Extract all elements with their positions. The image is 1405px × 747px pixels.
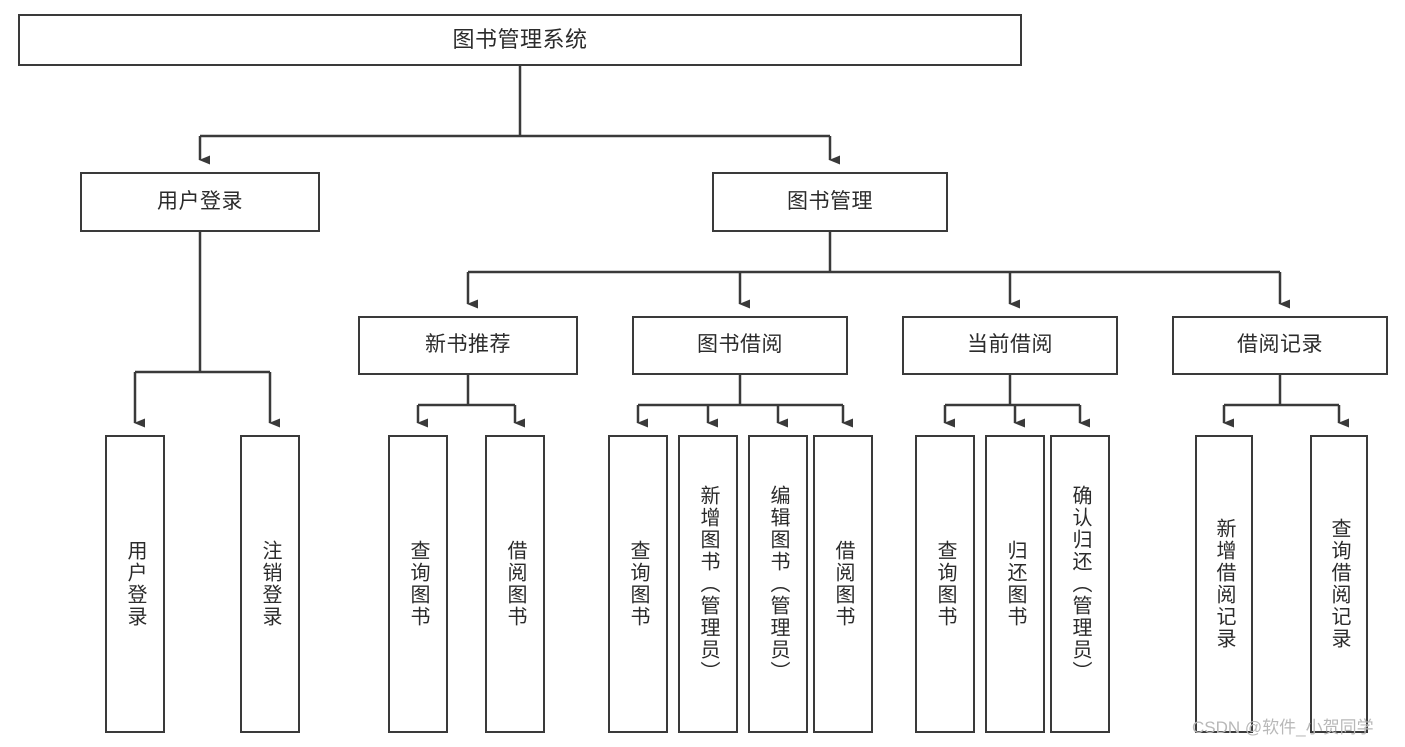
- node-borrow-record[interactable]: 借阅记录: [1172, 316, 1388, 375]
- node-label: 查询图书: [407, 540, 429, 628]
- node-leaf-confirm-return-admin[interactable]: 确认归还（管理员）: [1050, 435, 1110, 733]
- node-current-borrow[interactable]: 当前借阅: [902, 316, 1118, 375]
- node-label: 借阅图书: [504, 540, 526, 628]
- node-label: 用户登录: [124, 540, 146, 628]
- node-label: 查询图书: [627, 540, 649, 628]
- node-label: 借阅图书: [832, 540, 854, 628]
- node-label: 图书借阅: [697, 333, 783, 357]
- node-label: 图书管理: [787, 189, 873, 213]
- node-leaf-query-book-borrow[interactable]: 查询图书: [608, 435, 668, 733]
- node-label: 当前借阅: [967, 333, 1053, 357]
- node-book-borrow[interactable]: 图书借阅: [632, 316, 848, 375]
- node-label: 图书管理系统: [452, 27, 588, 53]
- node-leaf-query-borrow-record[interactable]: 查询借阅记录: [1310, 435, 1368, 733]
- node-label: 注销登录: [259, 540, 281, 628]
- node-label: 确认归还（管理员）: [1069, 485, 1091, 683]
- node-label: 编辑图书（管理员）: [767, 485, 789, 683]
- node-leaf-query-book-recommend[interactable]: 查询图书: [388, 435, 448, 733]
- node-leaf-edit-book-admin[interactable]: 编辑图书（管理员）: [748, 435, 808, 733]
- node-leaf-borrow-book[interactable]: 借阅图书: [813, 435, 873, 733]
- node-label: 查询借阅记录: [1328, 518, 1350, 650]
- connector-lines: [133, 66, 1349, 428]
- node-book-management[interactable]: 图书管理: [712, 172, 948, 232]
- node-leaf-query-book-current[interactable]: 查询图书: [915, 435, 975, 733]
- node-leaf-return-book[interactable]: 归还图书: [985, 435, 1045, 733]
- node-user-login[interactable]: 用户登录: [80, 172, 320, 232]
- node-root-book-management-system[interactable]: 图书管理系统: [18, 14, 1022, 66]
- node-new-book-recommend[interactable]: 新书推荐: [358, 316, 578, 375]
- node-label: 新书推荐: [425, 333, 511, 357]
- node-leaf-borrow-book-recommend[interactable]: 借阅图书: [485, 435, 545, 733]
- node-label: 新增借阅记录: [1213, 518, 1235, 650]
- node-leaf-logout[interactable]: 注销登录: [240, 435, 300, 733]
- node-leaf-add-borrow-record[interactable]: 新增借阅记录: [1195, 435, 1253, 733]
- node-label: 用户登录: [157, 189, 243, 213]
- node-label: 查询图书: [934, 540, 956, 628]
- node-leaf-user-login[interactable]: 用户登录: [105, 435, 165, 733]
- node-leaf-add-book-admin[interactable]: 新增图书（管理员）: [678, 435, 738, 733]
- node-label: 归还图书: [1004, 540, 1026, 628]
- node-label: 借阅记录: [1237, 333, 1323, 357]
- node-label: 新增图书（管理员）: [697, 485, 719, 683]
